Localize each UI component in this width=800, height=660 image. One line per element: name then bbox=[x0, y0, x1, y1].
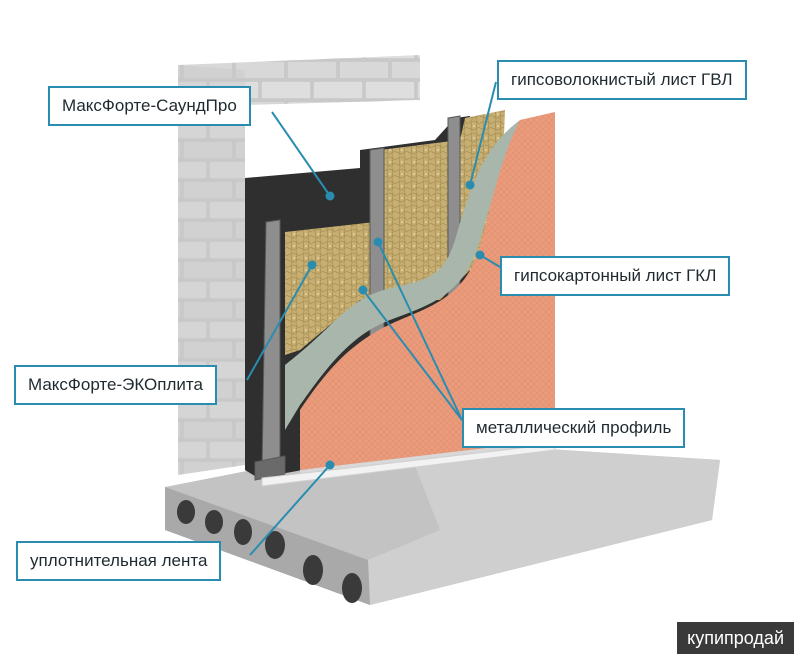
leader-dot-profile-1 bbox=[373, 237, 383, 247]
gvl-layer bbox=[285, 118, 540, 430]
leader-dot-gvl bbox=[465, 180, 475, 190]
leader-ecoplita bbox=[246, 264, 313, 381]
metal-profiles bbox=[254, 115, 461, 481]
leader-dot-ecoplita bbox=[307, 260, 317, 270]
label-soundpro: МаксФорте-СаундПро bbox=[48, 86, 251, 126]
leader-dot-profile-2 bbox=[358, 285, 368, 295]
leader-dot-gkl bbox=[475, 250, 485, 260]
watermark-logo: купипродай bbox=[677, 622, 794, 654]
leader-dot-soundpro bbox=[325, 191, 335, 201]
sealing-tape-strip bbox=[261, 443, 556, 487]
leader-soundpro bbox=[271, 111, 331, 197]
leader-profile-2 bbox=[362, 289, 463, 421]
label-ecoplita: МаксФорте-ЭКОплита bbox=[14, 365, 217, 405]
leader-gvl bbox=[469, 81, 497, 186]
leader-tape bbox=[249, 464, 331, 556]
slab-holes bbox=[177, 500, 362, 603]
label-gkl: гипсокартонный лист ГКЛ bbox=[500, 256, 731, 296]
label-sealing-tape: уплотнительная лента bbox=[16, 541, 222, 581]
leader-profile-1 bbox=[377, 241, 463, 421]
callout-leaders bbox=[246, 81, 506, 556]
label-metal-profile: металлический профиль bbox=[462, 408, 686, 448]
leader-dot-tape bbox=[325, 460, 335, 470]
label-gvl: гипсоволокнистый лист ГВЛ bbox=[497, 60, 747, 100]
